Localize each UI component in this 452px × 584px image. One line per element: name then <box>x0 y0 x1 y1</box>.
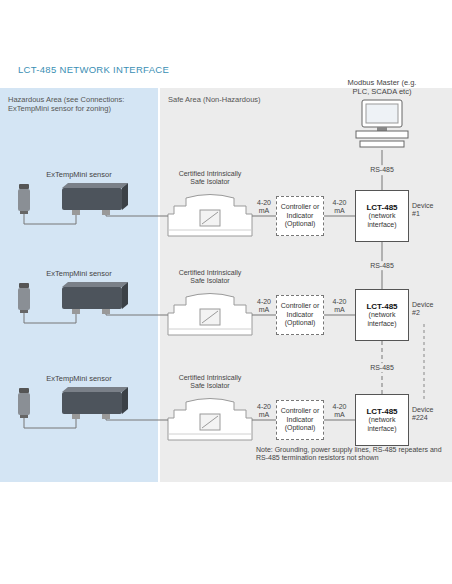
safe-area-ground <box>160 88 452 482</box>
connector-label: 4-20 mA <box>255 199 273 214</box>
signal-wire <box>324 315 355 316</box>
connector-label: 4-20 mA <box>255 403 273 418</box>
signal-wire <box>252 216 276 217</box>
connector-label: RS-485 <box>368 165 396 175</box>
connector-label: 4-20 mA <box>331 298 349 313</box>
computer-icon <box>356 100 408 147</box>
area-heading: Safe Area (Non-Hazardous) <box>168 95 444 104</box>
footnote: Note: Grounding, power supply lines, RS-… <box>256 446 444 463</box>
optional-box: Controller or Indicator (Optional) <box>276 295 324 335</box>
area-panel: Hazardous Area (see Connections: ExTempM… <box>0 88 158 482</box>
box-label: Controller or Indicator (Optional) <box>280 203 320 228</box>
labelled-figure: Certified Intrinsically Safe Isolator <box>168 267 252 335</box>
figure-label: ExTempMini sensor <box>14 170 144 179</box>
device-number: Device #224 <box>412 406 440 423</box>
isolator-illustration <box>168 195 252 237</box>
device-name: LCT-485 <box>366 302 397 312</box>
figure-label: ExTempMini sensor <box>14 269 144 278</box>
sensor-figure: ExTempMini sensor <box>10 267 148 327</box>
figure-label: Certified Intrinsically Safe Isolator <box>172 374 248 391</box>
signal-wire <box>252 315 276 316</box>
area-panel: Safe Area (Non-Hazardous)Modbus Master (… <box>160 88 452 482</box>
device-number: Device #2 <box>412 301 440 318</box>
figure-label: ExTempMini sensor <box>14 374 144 383</box>
monitor-stand <box>377 127 387 131</box>
keyboard <box>360 141 404 147</box>
area-heading: Hazardous Area (see Connections: ExTempM… <box>8 95 150 113</box>
device-box: LCT-485(network interface) <box>355 394 409 446</box>
figure-label: Certified Intrinsically Safe Isolator <box>172 170 248 187</box>
labelled-figure: Certified Intrinsically Safe Isolator <box>168 168 252 236</box>
figure-label: Modbus Master (e.g. PLC, SCADA etc) <box>343 78 421 96</box>
device-description: (network interface) <box>359 416 405 433</box>
device-description: (network interface) <box>359 311 405 328</box>
device-name: LCT-485 <box>366 407 397 417</box>
monitor <box>362 100 402 127</box>
device-box: LCT-485(network interface) <box>355 289 409 341</box>
signal-wire <box>324 420 355 421</box>
box-label: Controller or Indicator (Optional) <box>280 407 320 432</box>
figure-label: Certified Intrinsically Safe Isolator <box>172 269 248 286</box>
sensor-figure: ExTempMini sensor <box>10 168 148 228</box>
device-name: LCT-485 <box>366 203 397 213</box>
optional-box: Controller or Indicator (Optional) <box>276 400 324 440</box>
isolator-illustration <box>168 399 252 441</box>
cpu-case <box>356 131 408 138</box>
sensor-figure: ExTempMini sensor <box>10 372 148 432</box>
signal-wire <box>252 420 276 421</box>
device-number: Device #1 <box>412 202 440 219</box>
diagram-title: LCT-485 NETWORK INTERFACE <box>18 64 169 75</box>
box-label: Controller or Indicator (Optional) <box>280 302 320 327</box>
signal-wire <box>148 315 168 316</box>
hazardous-area-ground <box>0 88 158 482</box>
screen <box>366 104 398 123</box>
isolator-illustration <box>168 294 252 336</box>
connector-label: 4-20 mA <box>255 298 273 313</box>
sensor-illustration <box>18 183 148 224</box>
device-description: (network interface) <box>359 212 405 229</box>
signal-wire <box>148 216 168 217</box>
labelled-figure: Modbus Master (e.g. PLC, SCADA etc) <box>339 76 425 150</box>
device-range-line <box>424 324 425 402</box>
sensor-illustration <box>18 282 148 323</box>
optional-box: Controller or Indicator (Optional) <box>276 196 324 236</box>
sensor-illustration <box>18 387 148 428</box>
signal-wire <box>148 420 168 421</box>
connector-label: 4-20 mA <box>331 199 349 214</box>
device-box: LCT-485(network interface) <box>355 190 409 242</box>
connector-label: RS-485 <box>368 363 396 373</box>
signal-wire <box>324 216 355 217</box>
connector-label: 4-20 mA <box>331 403 349 418</box>
labelled-figure: Certified Intrinsically Safe Isolator <box>168 372 252 440</box>
connector-label: RS-485 <box>368 261 396 271</box>
